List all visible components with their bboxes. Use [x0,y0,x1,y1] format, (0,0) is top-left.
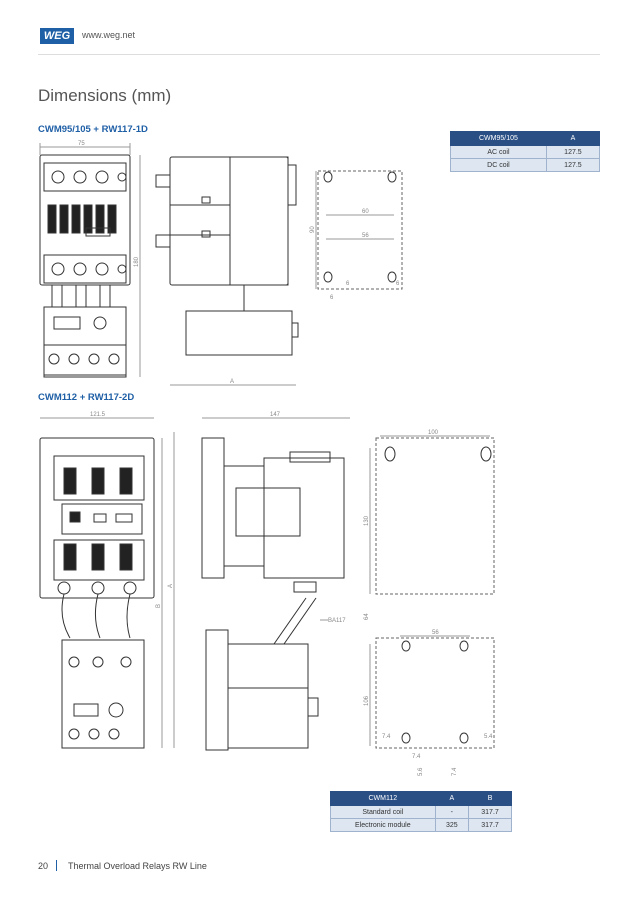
dim-7-4-left: 7.4 [382,734,391,740]
dim-5-6: 5.6 [418,767,424,776]
table-row: Electronic module 325 317.7 [330,818,512,832]
dim-offset-3: 6 [396,281,400,287]
dim-b: B [156,604,162,608]
table-row: AC coil 127.5 [450,145,601,159]
table-cell: Electronic module [330,818,436,832]
page-number: 20 [38,861,49,871]
top-drawing-title: CWM95/105 + RW117-1D [38,124,148,135]
dim-a: A [230,379,234,385]
table-cell: 317.7 [468,805,512,819]
dim-mount-height: 90 [310,226,316,233]
table-header: CWM95/105 [450,131,547,146]
table-header: A [545,131,601,146]
table-cell: 127.5 [545,145,601,159]
header-divider [38,54,600,55]
dim-width: 75 [78,141,85,147]
dim-7-4-center: 7.4 [412,754,421,760]
table-header: CWM112 [330,791,436,806]
dim-a: A [168,584,174,588]
dim-width: 121.5 [90,412,106,418]
footer-divider [56,860,57,871]
table-cell: AC coil [450,145,547,159]
table-row: Standard coil - 317.7 [330,805,512,819]
table-cell: DC coil [450,158,547,172]
dim-56: 56 [432,630,439,636]
top-dimension-table: CWM95/105 A AC coil 127.5 DC coil 127.5 [450,131,601,172]
dim-130: 130 [364,515,370,526]
table-header: B [468,791,512,806]
section-title: Dimensions (mm) [38,86,172,105]
dim-offset-1: 6 [330,295,334,301]
dim-7-4-bottom: 7.4 [452,767,458,776]
dim-offset-2: 6 [346,281,350,287]
dim-height: 180 [134,256,140,267]
table-cell: - [434,805,470,819]
table-cell: 325 [434,818,470,832]
table-cell: Standard coil [330,805,436,819]
dim-depth: 147 [270,412,281,418]
website-url[interactable]: www.weg.net [82,30,136,40]
table-cell: 317.7 [468,818,512,832]
dim-mount-width-2: 56 [362,233,369,239]
bottom-technical-drawing: 121.5 B A 147 BA117 100 130 64 56 106 7.… [39,412,495,776]
table-header: A [434,791,470,806]
weg-logo: WEG [40,28,74,44]
dim-106: 106 [364,695,370,706]
part-label: BA117 [328,618,346,624]
bottom-drawing-title: CWM112 + RW117-2D [38,392,135,403]
dim-mount-width-1: 60 [362,209,369,215]
top-technical-drawing: 75 180 A 90 60 56 6 6 6 [39,141,403,386]
bottom-dimension-table: CWM112 A B Standard coil - 317.7 Electro… [330,791,512,832]
table-row: DC coil 127.5 [450,158,601,172]
dim-64: 64 [364,613,370,620]
footer-title: Thermal Overload Relays RW Line [68,861,207,871]
dim-100: 100 [428,430,439,436]
dim-5-4-right: 5.4 [484,734,493,740]
table-cell: 127.5 [545,158,601,172]
